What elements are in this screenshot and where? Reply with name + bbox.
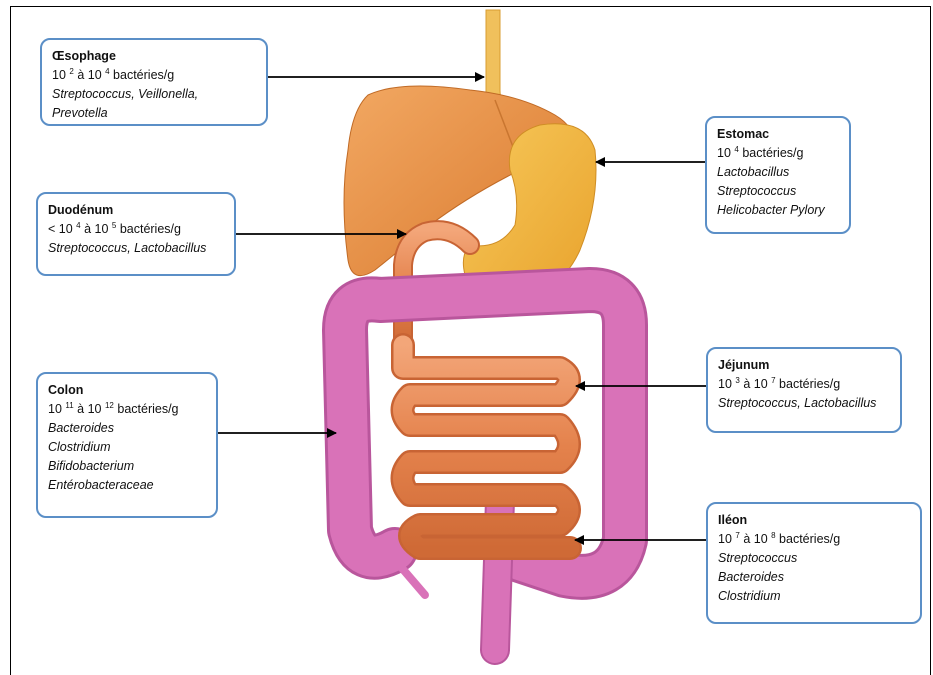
duodenum-label-box: Duodénum < 10 4 à 10 5 bactéries/g Strep… [36, 192, 236, 276]
estomac-count: 10 4 bactéries/g [717, 144, 839, 163]
colon-species-2: Clostridium [48, 438, 206, 457]
estomac-species-2: Streptococcus [717, 182, 839, 201]
duodenum-count: < 10 4 à 10 5 bactéries/g [48, 220, 224, 239]
oesophage-label-box: Œsophage 10 2 à 10 4 bactéries/g Strepto… [40, 38, 268, 126]
oesophage-species: Streptococcus, Veillonella, Prevotella [52, 85, 256, 123]
ileon-title: Iléon [718, 511, 910, 530]
jejunum-species: Streptococcus, Lactobacillus [718, 394, 890, 413]
small-intestine [403, 345, 571, 548]
ileon-species-1: Streptococcus [718, 549, 910, 568]
estomac-species-3: Helicobacter Pylory [717, 201, 839, 220]
oesophage-title: Œsophage [52, 47, 256, 66]
colon-species-1: Bacteroides [48, 419, 206, 438]
estomac-species-1: Lactobacillus [717, 163, 839, 182]
ileon-species-3: Clostridium [718, 587, 910, 606]
oesophage-count: 10 2 à 10 4 bactéries/g [52, 66, 256, 85]
ileon-species-2: Bacteroides [718, 568, 910, 587]
colon-count: 10 11 à 10 12 bactéries/g [48, 400, 206, 419]
duodenum-title: Duodénum [48, 201, 224, 220]
jejunum-count: 10 3 à 10 7 bactéries/g [718, 375, 890, 394]
jejunum-label-box: Jéjunum 10 3 à 10 7 bactéries/g Streptoc… [706, 347, 902, 433]
colon-species-3: Bifidobacterium [48, 457, 206, 476]
ileon-count: 10 7 à 10 8 bactéries/g [718, 530, 910, 549]
colon-species-4: Entérobacteraceae [48, 476, 206, 495]
estomac-label-box: Estomac 10 4 bactéries/g Lactobacillus S… [705, 116, 851, 234]
estomac-title: Estomac [717, 125, 839, 144]
duodenum-species: Streptococcus, Lactobacillus [48, 239, 224, 258]
colon-title: Colon [48, 381, 206, 400]
ileon-label-box: Iléon 10 7 à 10 8 bactéries/g Streptococ… [706, 502, 922, 624]
colon-label-box: Colon 10 11 à 10 12 bactéries/g Bacteroi… [36, 372, 218, 518]
jejunum-title: Jéjunum [718, 356, 890, 375]
